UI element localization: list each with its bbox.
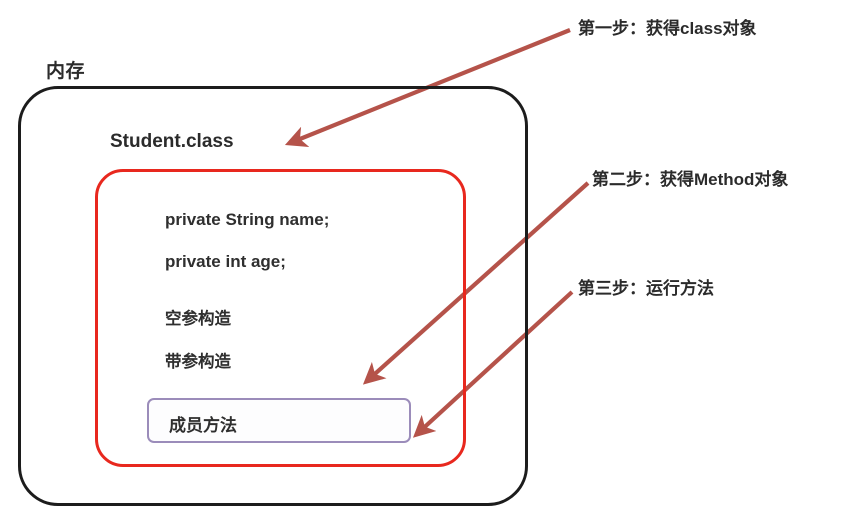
field-name-line: private String name; — [165, 210, 330, 229]
annotation-step-1: 第一步：获得class对象 — [578, 19, 757, 38]
memory-label: 内存 — [46, 61, 86, 82]
annotation-step-3: 第三步：运行方法 — [578, 279, 714, 298]
constructor-args-line: 带参构造 — [165, 353, 231, 371]
constructor-empty-line: 空参构造 — [165, 310, 231, 328]
field-age-line: private int age; — [165, 252, 286, 271]
member-method-label: 成员方法 — [169, 416, 237, 435]
memory-box — [18, 86, 528, 506]
class-body-box — [95, 169, 466, 467]
class-object-title: Student.class — [110, 131, 234, 152]
member-method-box: 成员方法 — [147, 398, 411, 443]
annotation-step-2: 第二步：获得Method对象 — [592, 170, 789, 189]
